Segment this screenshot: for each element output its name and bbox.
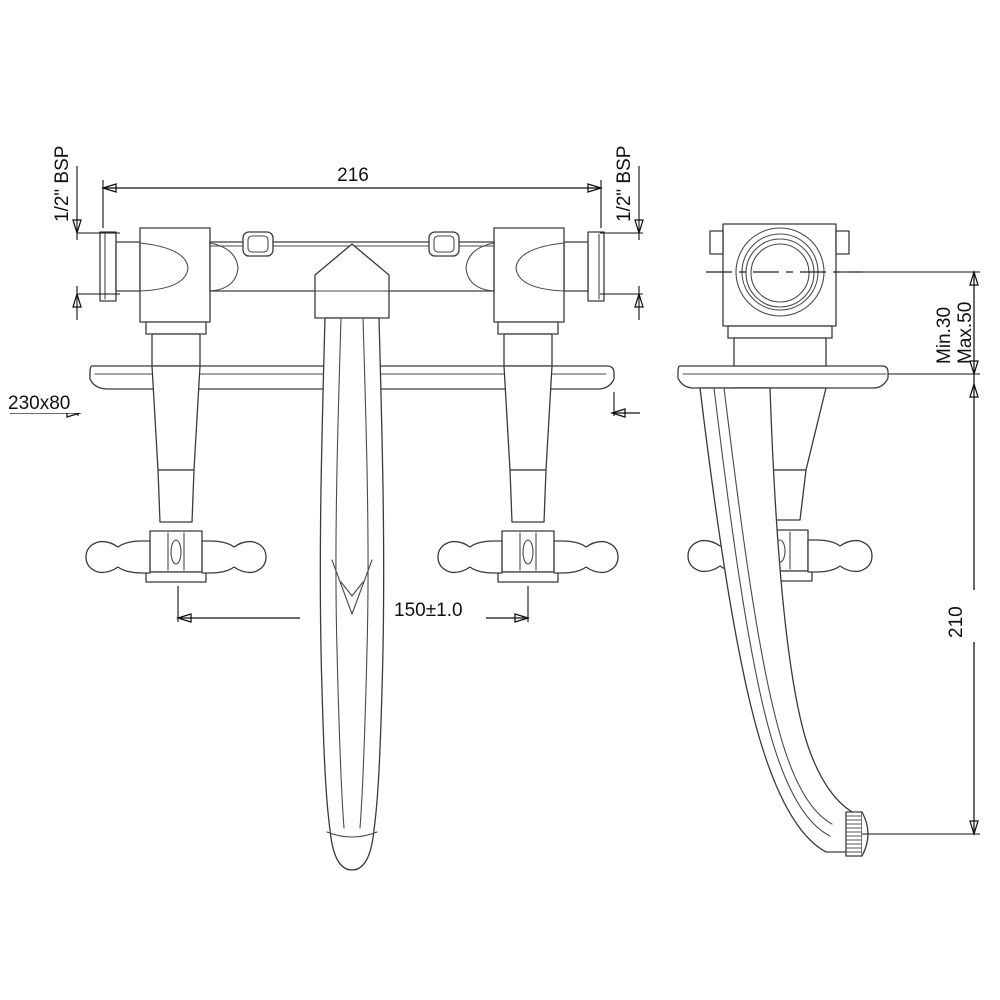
dimension-thread-left: 1/2" BSP [52, 146, 120, 320]
dim-spout-projection-label: 210 [946, 606, 967, 638]
diverter-button-right[interactable] [428, 231, 460, 257]
spout-aerator [846, 815, 862, 853]
dimension-backplate: 230x80 [6, 391, 640, 418]
dim-wall-offset-min-label: Min.30 [934, 307, 955, 364]
dimension-wall-offset: Min.30 Max.50 [836, 269, 980, 377]
dim-overall-width-label: 216 [337, 165, 369, 186]
dim-thread-right-label: 1/2" BSP [614, 146, 635, 222]
dim-backplate-label: 230x80 [8, 393, 70, 414]
front-elevation [85, 227, 619, 871]
curved-spout-side [699, 387, 869, 857]
right-inlet-union [493, 227, 605, 367]
dimension-spout-projection: 210 [862, 374, 980, 837]
side-elevation [677, 223, 889, 857]
right-cross-handle[interactable] [437, 365, 619, 583]
wall-backplate-side [677, 365, 889, 389]
left-inlet-union [99, 227, 211, 367]
diverter-button-left[interactable] [242, 231, 274, 257]
mixer-body-side [709, 223, 850, 367]
curved-spout [319, 317, 385, 871]
dimension-thread-right: 1/2" BSP [600, 146, 644, 320]
dimension-overall-width: 216 [100, 163, 604, 228]
dim-centre-distance-label: 150±1.0 [394, 600, 463, 621]
left-cross-handle[interactable] [85, 365, 267, 583]
dim-thread-left-label: 1/2" BSP [52, 146, 73, 222]
dimension-centre-distance: 150±1.0 [175, 586, 531, 623]
dim-wall-offset-max-label: Max.50 [955, 302, 976, 364]
